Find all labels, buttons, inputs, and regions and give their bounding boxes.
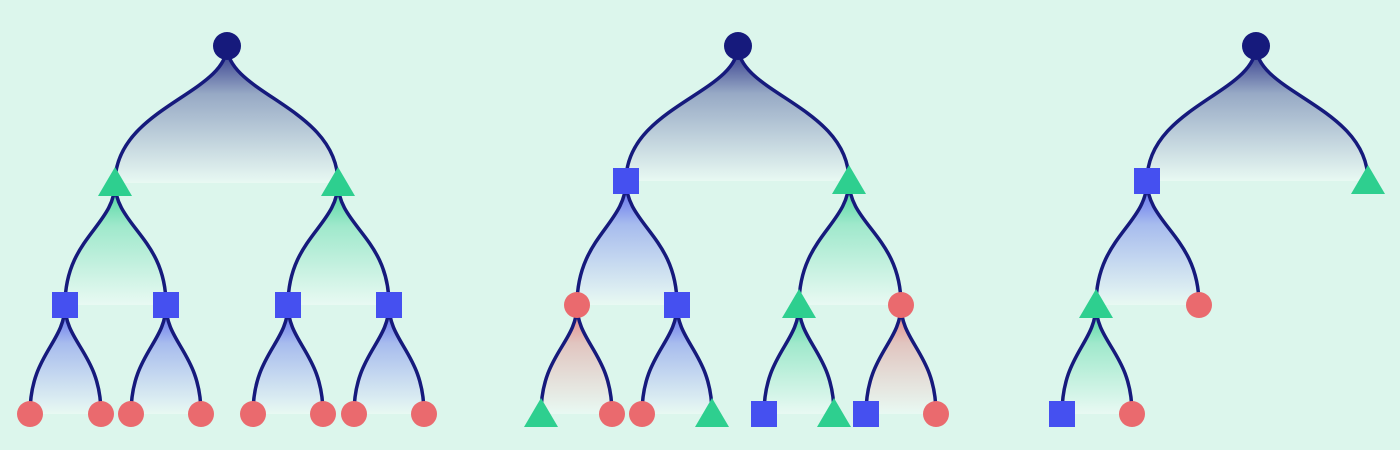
- gradient-fan: [626, 46, 849, 181]
- tree-edges: [28, 44, 1370, 416]
- tree-edge: [225, 44, 340, 185]
- square-node: [1049, 401, 1075, 427]
- tree-edge: [847, 179, 903, 307]
- square-node: [153, 292, 179, 318]
- circle-node: [888, 292, 914, 318]
- circle-node: [188, 401, 214, 427]
- tree-edge: [797, 179, 851, 307]
- square-node: [376, 292, 402, 318]
- tree-edge: [1094, 179, 1149, 307]
- triangle-node: [524, 398, 558, 427]
- circle-node: [17, 401, 43, 427]
- triangle-node: [832, 165, 866, 194]
- circle-node: [1119, 401, 1145, 427]
- gradient-fan: [764, 305, 834, 414]
- circle-node: [923, 401, 949, 427]
- gradient-fan: [1096, 181, 1199, 305]
- triangle-node: [321, 167, 355, 196]
- gradient-fan: [1147, 46, 1368, 181]
- circle-node: [310, 401, 336, 427]
- tree-edge: [1145, 44, 1258, 183]
- tree-edge: [575, 179, 628, 307]
- square-node: [275, 292, 301, 318]
- square-node: [1134, 168, 1160, 194]
- gradient-fan: [642, 305, 712, 414]
- tree-edge: [624, 44, 740, 183]
- tree-edge: [1254, 44, 1370, 183]
- gradient-fan: [253, 305, 323, 414]
- circle-node: [118, 401, 144, 427]
- tree-edge: [736, 44, 851, 183]
- root-node: [724, 32, 752, 60]
- triangle-node: [695, 398, 729, 427]
- circle-node: [411, 401, 437, 427]
- tree-edge: [624, 179, 679, 307]
- tree-edge: [113, 44, 229, 185]
- tree-edge: [113, 181, 168, 307]
- tree-edge: [63, 181, 117, 307]
- triangle-node: [817, 398, 851, 427]
- triangle-node: [1351, 165, 1385, 194]
- circle-node: [629, 401, 655, 427]
- tree-edge: [286, 181, 340, 307]
- circle-node: [1186, 292, 1212, 318]
- gradient-fan: [131, 305, 201, 414]
- gradient-fan: [288, 183, 389, 305]
- square-node: [52, 292, 78, 318]
- square-node: [751, 401, 777, 427]
- gradient-fans: [30, 46, 1368, 414]
- gradient-fan: [1062, 305, 1132, 414]
- gradient-fan: [354, 305, 424, 414]
- circle-node: [341, 401, 367, 427]
- gradient-fan: [65, 183, 166, 305]
- tree-nodes: [17, 32, 1385, 427]
- gradient-fan: [577, 181, 677, 305]
- circle-node: [240, 401, 266, 427]
- square-node: [853, 401, 879, 427]
- root-node: [1242, 32, 1270, 60]
- circle-node: [564, 292, 590, 318]
- gradient-fan: [30, 305, 101, 414]
- gradient-fan: [115, 46, 338, 183]
- gradient-fan: [866, 305, 936, 414]
- root-node: [213, 32, 241, 60]
- square-node: [613, 168, 639, 194]
- square-node: [664, 292, 690, 318]
- triangle-node: [98, 167, 132, 196]
- gradient-fan: [541, 305, 612, 414]
- triangle-node: [1079, 289, 1113, 318]
- triangle-node: [782, 289, 816, 318]
- tree-edge: [1145, 179, 1201, 307]
- gradient-fan: [799, 181, 901, 305]
- circle-node: [88, 401, 114, 427]
- tree-edge: [336, 181, 391, 307]
- circle-node: [599, 401, 625, 427]
